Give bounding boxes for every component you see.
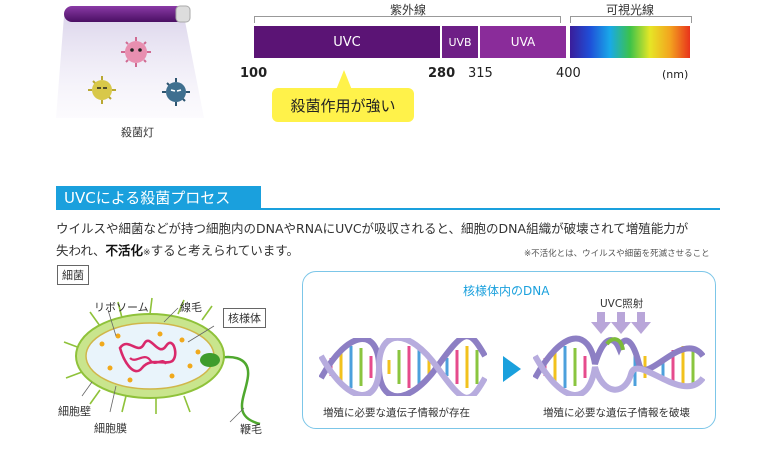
dna-caption-left: 増殖に必要な遺伝子情報が存在 <box>323 407 470 419</box>
inactivation-term: 不活化 <box>105 243 144 258</box>
label-pili: 線毛 <box>180 301 202 314</box>
dna-intact-helix <box>319 338 487 396</box>
uvb-band: UVB <box>442 26 478 58</box>
germ-yellow <box>88 76 116 104</box>
uva-band: UVA <box>480 26 566 58</box>
uv-bracket <box>254 16 561 23</box>
footnote-mark: ※ <box>143 248 151 258</box>
bacteria-tag: 細菌 <box>57 265 89 285</box>
body-line-1: ウイルスや細菌などが持つ細胞内のDNAやRNAにUVCが吸収されると、細胞のDN… <box>56 221 689 236</box>
section-rule <box>56 208 720 210</box>
dna-caption-right: 増殖に必要な遺伝子情報を破壊 <box>543 407 690 419</box>
germ-pink <box>121 37 151 67</box>
dna-panel: 核様体内のDNA UVC照射 <box>302 271 716 429</box>
visible-spectrum-band <box>570 26 690 58</box>
dna-damaged-helix <box>533 335 705 396</box>
body-line-2-post: すると考えられています。 <box>150 243 299 258</box>
tick-100: 100 <box>240 66 268 81</box>
label-nucleoid: 核様体 <box>223 308 266 328</box>
label-cell-wall: 細胞壁 <box>58 405 91 418</box>
visible-bracket <box>570 16 692 23</box>
uvc-band: UVC <box>254 26 440 58</box>
lamp-caption: 殺菌灯 <box>121 126 154 139</box>
callout-pointer <box>336 70 352 90</box>
uv-tube <box>64 6 184 22</box>
label-cell-membrane: 細胞膜 <box>94 422 127 435</box>
dna-panel-title: 核様体内のDNA <box>463 284 550 298</box>
label-ribosome: リボソーム <box>94 301 149 314</box>
footnote: ※不活化とは、ウイルスや細菌を死滅させること <box>524 249 710 259</box>
body-line-2: 失われ、不活化※すると考えられています。 <box>56 240 299 259</box>
label-flagellum: 鞭毛 <box>240 423 262 436</box>
uv-lamp-illustration <box>56 0 206 118</box>
germicidal-callout: 殺菌作用が強い <box>272 88 414 122</box>
unit-nm: (nm) <box>662 68 689 81</box>
next-arrow <box>503 356 521 382</box>
tick-400: 400 <box>556 66 581 81</box>
bacterium-illustration <box>63 297 261 426</box>
uvc-arrows <box>591 312 651 334</box>
germ-blue <box>162 78 190 106</box>
uvc-irradiation-label: UVC照射 <box>600 298 644 310</box>
tick-315: 315 <box>468 66 493 81</box>
section-heading: UVCによる殺菌プロセス <box>56 186 261 209</box>
visible-label: 可視光線 <box>606 3 655 17</box>
tick-280: 280 <box>428 66 456 81</box>
uv-label: 紫外線 <box>390 3 427 17</box>
body-line-2-pre: 失われ、 <box>56 243 106 258</box>
